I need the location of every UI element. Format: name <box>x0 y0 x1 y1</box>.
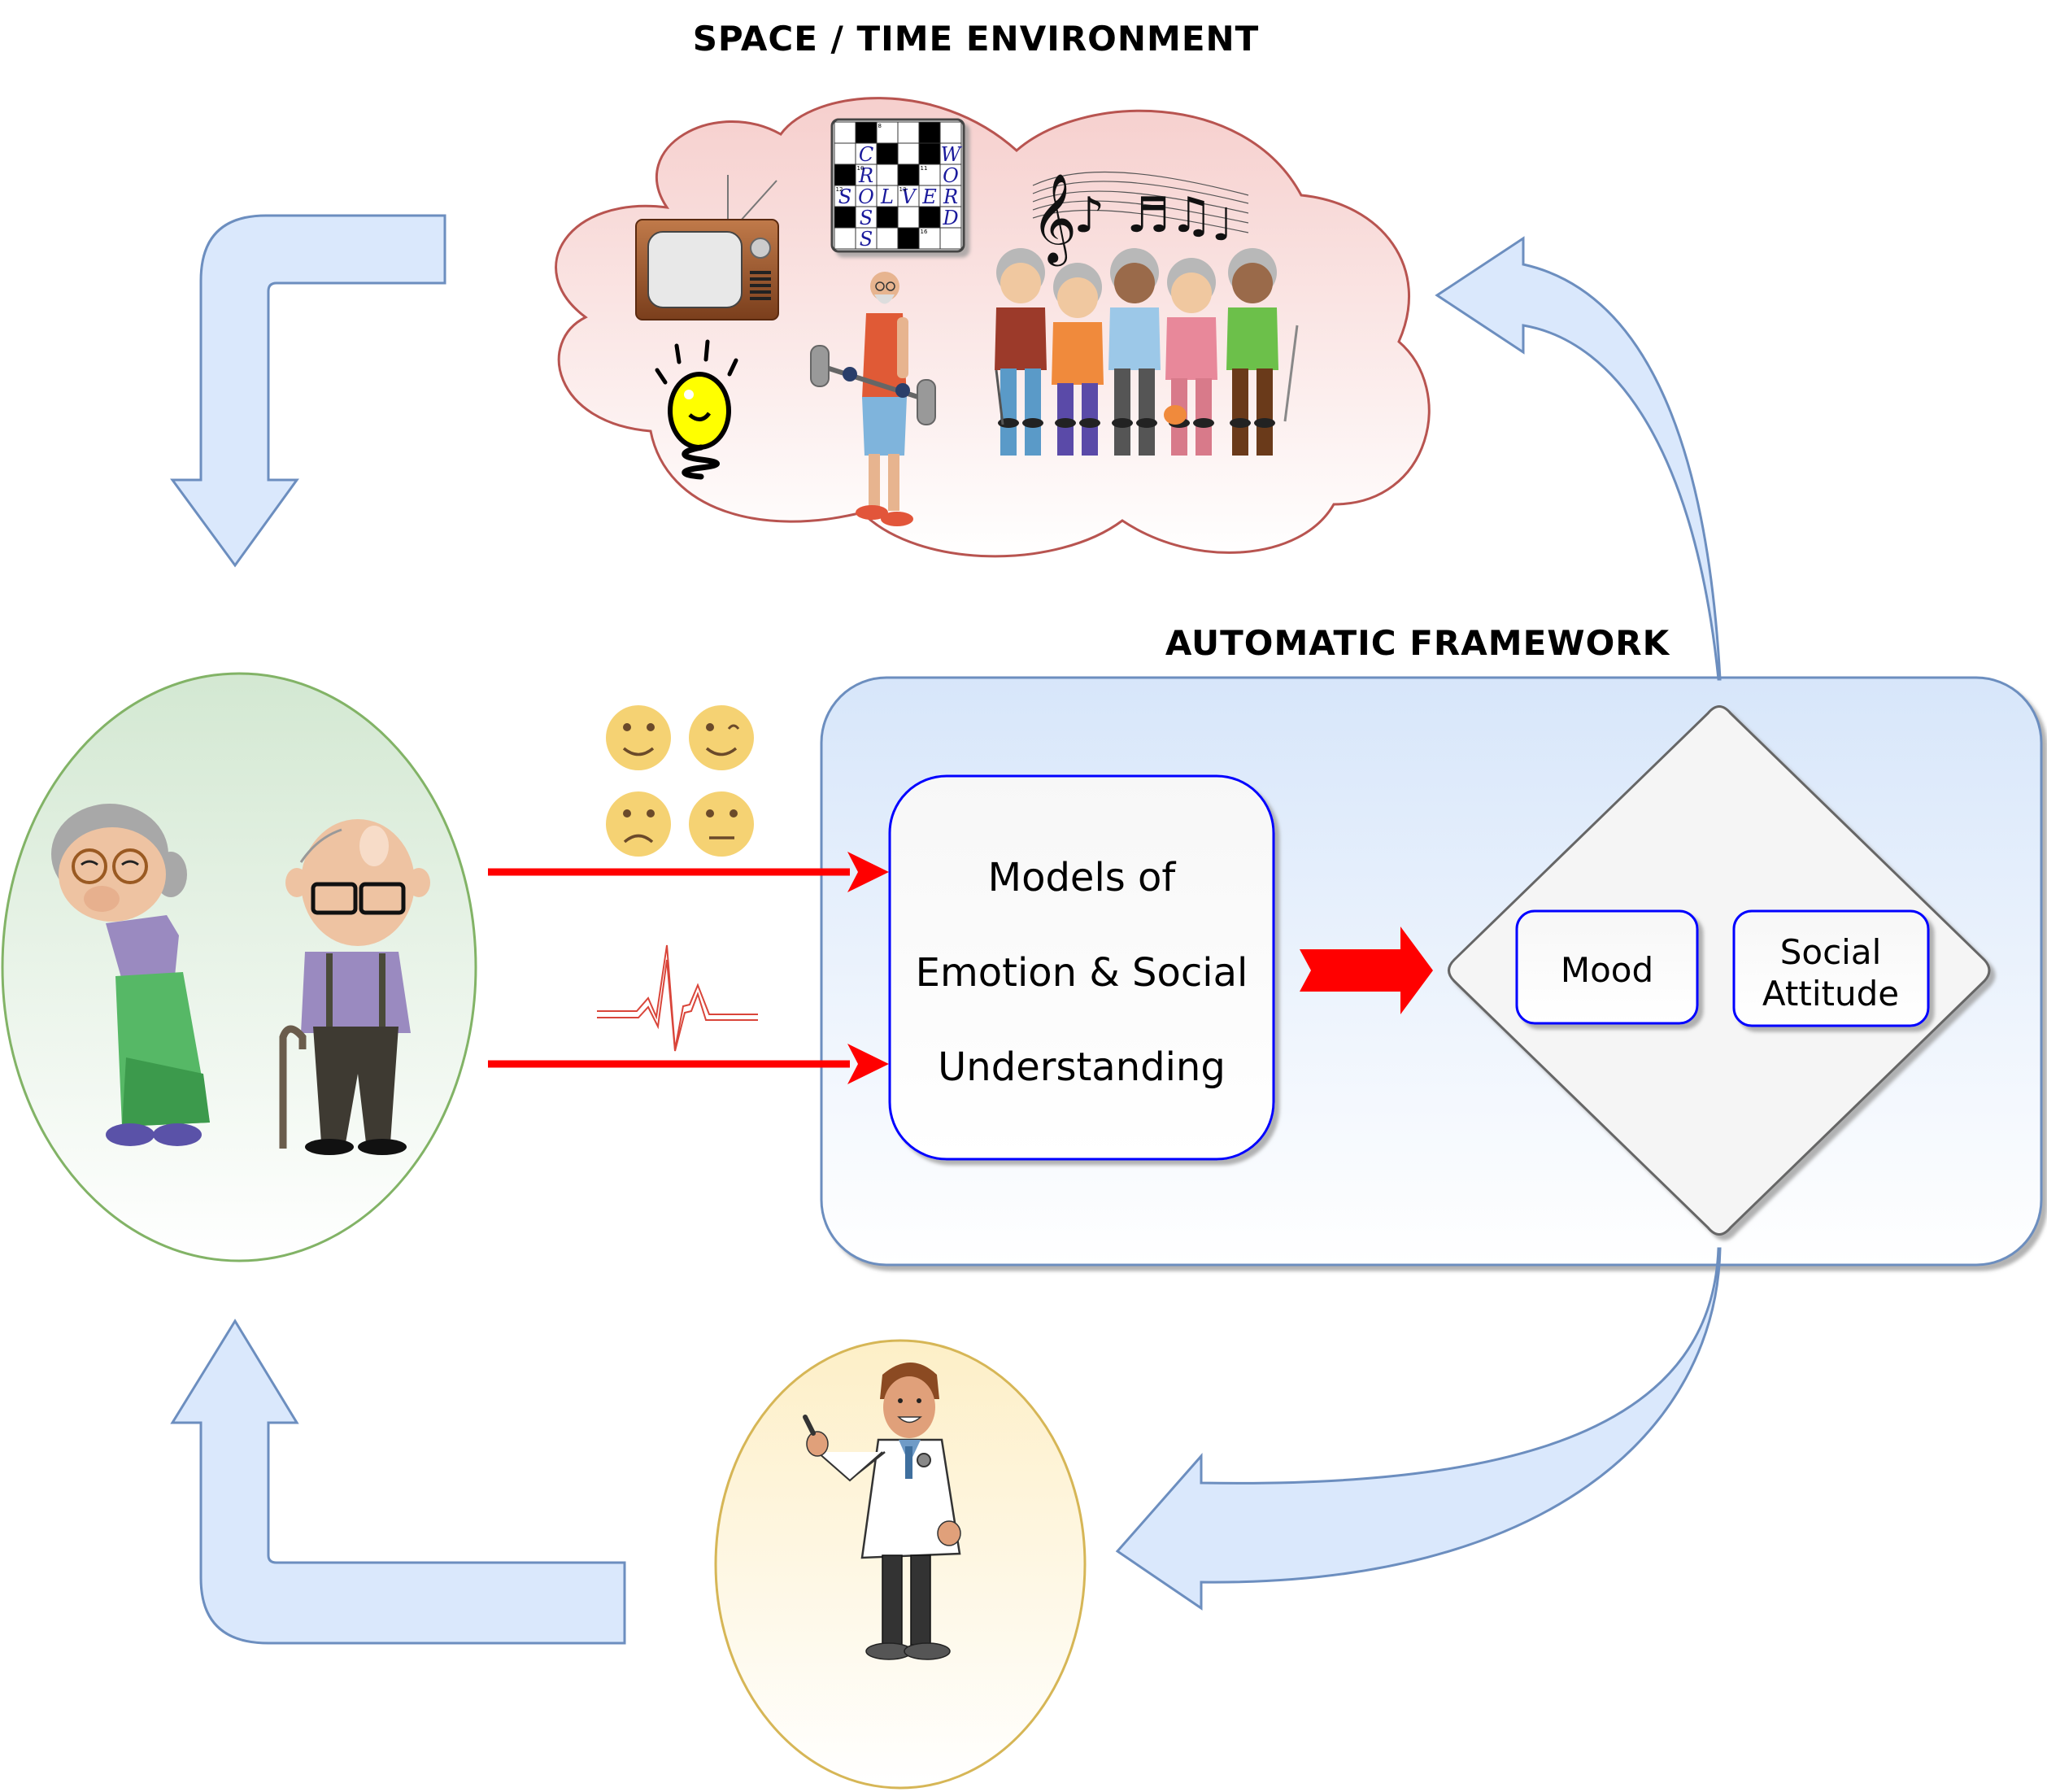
crossword-cell <box>939 227 962 250</box>
crossword-cell <box>897 206 920 229</box>
crossword-clue-number: 13 <box>899 186 907 193</box>
emotion-social-models-box: Models of Emotion & Social Understanding <box>888 774 1275 1161</box>
social-attitude-box: Social Attitude <box>1732 909 1930 1027</box>
environment-title: SPACE / TIME ENVIRONMENT <box>693 19 1260 59</box>
crossword-cell <box>855 206 878 229</box>
crossword-clue-number: 12 <box>836 186 843 193</box>
crossword-clue-number: 8 <box>878 123 882 129</box>
crossword-letter: W <box>941 143 963 166</box>
heartbeat-ecg-icon <box>597 944 758 1052</box>
models-line-1: Models of <box>988 855 1177 900</box>
flow-arrow-framework-to-doctor <box>1115 1247 1722 1611</box>
crossword-clue-number: 10 <box>857 165 865 172</box>
flow-arrow-doctor-to-elderly <box>170 1319 626 1645</box>
crossword-cell <box>834 142 856 165</box>
sad-face-icon <box>606 791 671 857</box>
crossword-letter: O <box>943 164 959 187</box>
crossword-letter: O <box>858 185 874 208</box>
senior-person-icon <box>995 248 1047 456</box>
elderly-woman-icon <box>51 804 210 1146</box>
quarter-note-icon: ♩ <box>1212 198 1233 251</box>
crossword-black-cell <box>834 206 856 229</box>
cat-icon <box>1164 405 1187 425</box>
senior-person-icon <box>1165 258 1217 456</box>
beamed-notes-icon: ♫ <box>1169 187 1213 244</box>
crossword-black-cell <box>876 142 899 165</box>
senior-person-icon <box>1226 248 1278 456</box>
crossword-black-cell <box>855 121 878 144</box>
weightlifting-senior-icon <box>810 272 936 526</box>
output-diamond: Mood Social Attitude <box>1448 705 1991 1236</box>
crossword-cell <box>939 185 962 207</box>
crossword-cell <box>876 164 899 186</box>
crossword-letter: S <box>838 185 851 208</box>
elderly-couple-illustration <box>51 804 430 1155</box>
crossword-black-cell <box>876 206 899 229</box>
treble-clef-icon: 𝄞 <box>1031 173 1077 267</box>
sixteenth-note-icon: ♬ <box>1126 187 1170 244</box>
physiological-input-arrow <box>488 1044 889 1084</box>
crossword-black-cell <box>918 121 941 144</box>
doctor-illustration <box>803 1363 961 1660</box>
crossword-black-cell <box>834 164 856 186</box>
wink-face-icon <box>689 705 754 770</box>
crossword-cell <box>876 121 899 144</box>
crossword-letter: L <box>880 185 894 208</box>
crossword-black-cell <box>918 206 941 229</box>
lightbulb-idea-icon <box>655 339 738 480</box>
crossword-clue-number: 11 <box>921 165 928 172</box>
emotion-input-arrow <box>488 852 889 892</box>
crossword-cell <box>918 227 941 250</box>
model-to-output-arrow <box>1300 927 1433 1014</box>
senior-person-icon <box>1052 263 1104 456</box>
crossword-cell <box>876 227 899 250</box>
crossword-cell <box>834 227 856 250</box>
crossword-cell <box>897 121 920 144</box>
crossword-letter: C <box>859 143 873 166</box>
crossword-letter: R <box>943 185 958 208</box>
crossword-letter: S <box>860 228 873 251</box>
music-notes-icon: 𝄞 ♪ ♬ ♫ ♩ <box>1031 171 1249 267</box>
senior-group-icon <box>995 248 1299 456</box>
crossword-letter: R <box>858 164 873 187</box>
social-attitude-line-2: Attitude <box>1762 974 1899 1014</box>
crossword-cell <box>939 206 962 229</box>
elderly-couple-node <box>1 672 477 1262</box>
crossword-cell <box>918 185 941 207</box>
walking-cane-icon <box>995 369 1004 425</box>
emotion-faces <box>606 705 754 857</box>
senior-person-icon <box>1108 248 1161 456</box>
models-line-2: Emotion & Social <box>916 950 1248 996</box>
crossword-black-cell <box>897 164 920 186</box>
crossword-letter: D <box>942 207 958 229</box>
eighth-note-icon: ♪ <box>1074 187 1104 244</box>
crossword-letter: E <box>921 185 937 208</box>
television-icon <box>635 175 779 320</box>
framework-title: AUTOMATIC FRAMEWORK <box>1165 623 1670 663</box>
neutral-face-icon <box>689 791 754 857</box>
crossword-black-cell <box>897 227 920 250</box>
models-line-3: Understanding <box>938 1044 1226 1090</box>
crossword-cell <box>834 121 856 144</box>
doctor-node <box>714 1339 1087 1790</box>
crossword-clue-number: 16 <box>921 229 928 235</box>
crossword-letter: V <box>901 185 917 208</box>
crossword-cell <box>939 142 962 165</box>
mood-box: Mood <box>1515 909 1699 1025</box>
crossword-cell <box>897 142 920 165</box>
crossword-cell <box>939 121 962 144</box>
flow-arrow-environment-to-elderly <box>170 214 446 568</box>
mood-label: Mood <box>1561 950 1653 990</box>
social-attitude-line-1: Social <box>1780 932 1882 972</box>
crossword-letter: S <box>860 207 873 229</box>
crossword-black-cell <box>918 142 941 165</box>
crossword-cell <box>939 164 962 186</box>
fishing-rod-icon <box>1283 325 1299 422</box>
happy-face-icon <box>606 705 671 770</box>
flow-arrow-framework-to-environment <box>1435 236 1722 681</box>
elderly-man-icon <box>279 819 430 1155</box>
